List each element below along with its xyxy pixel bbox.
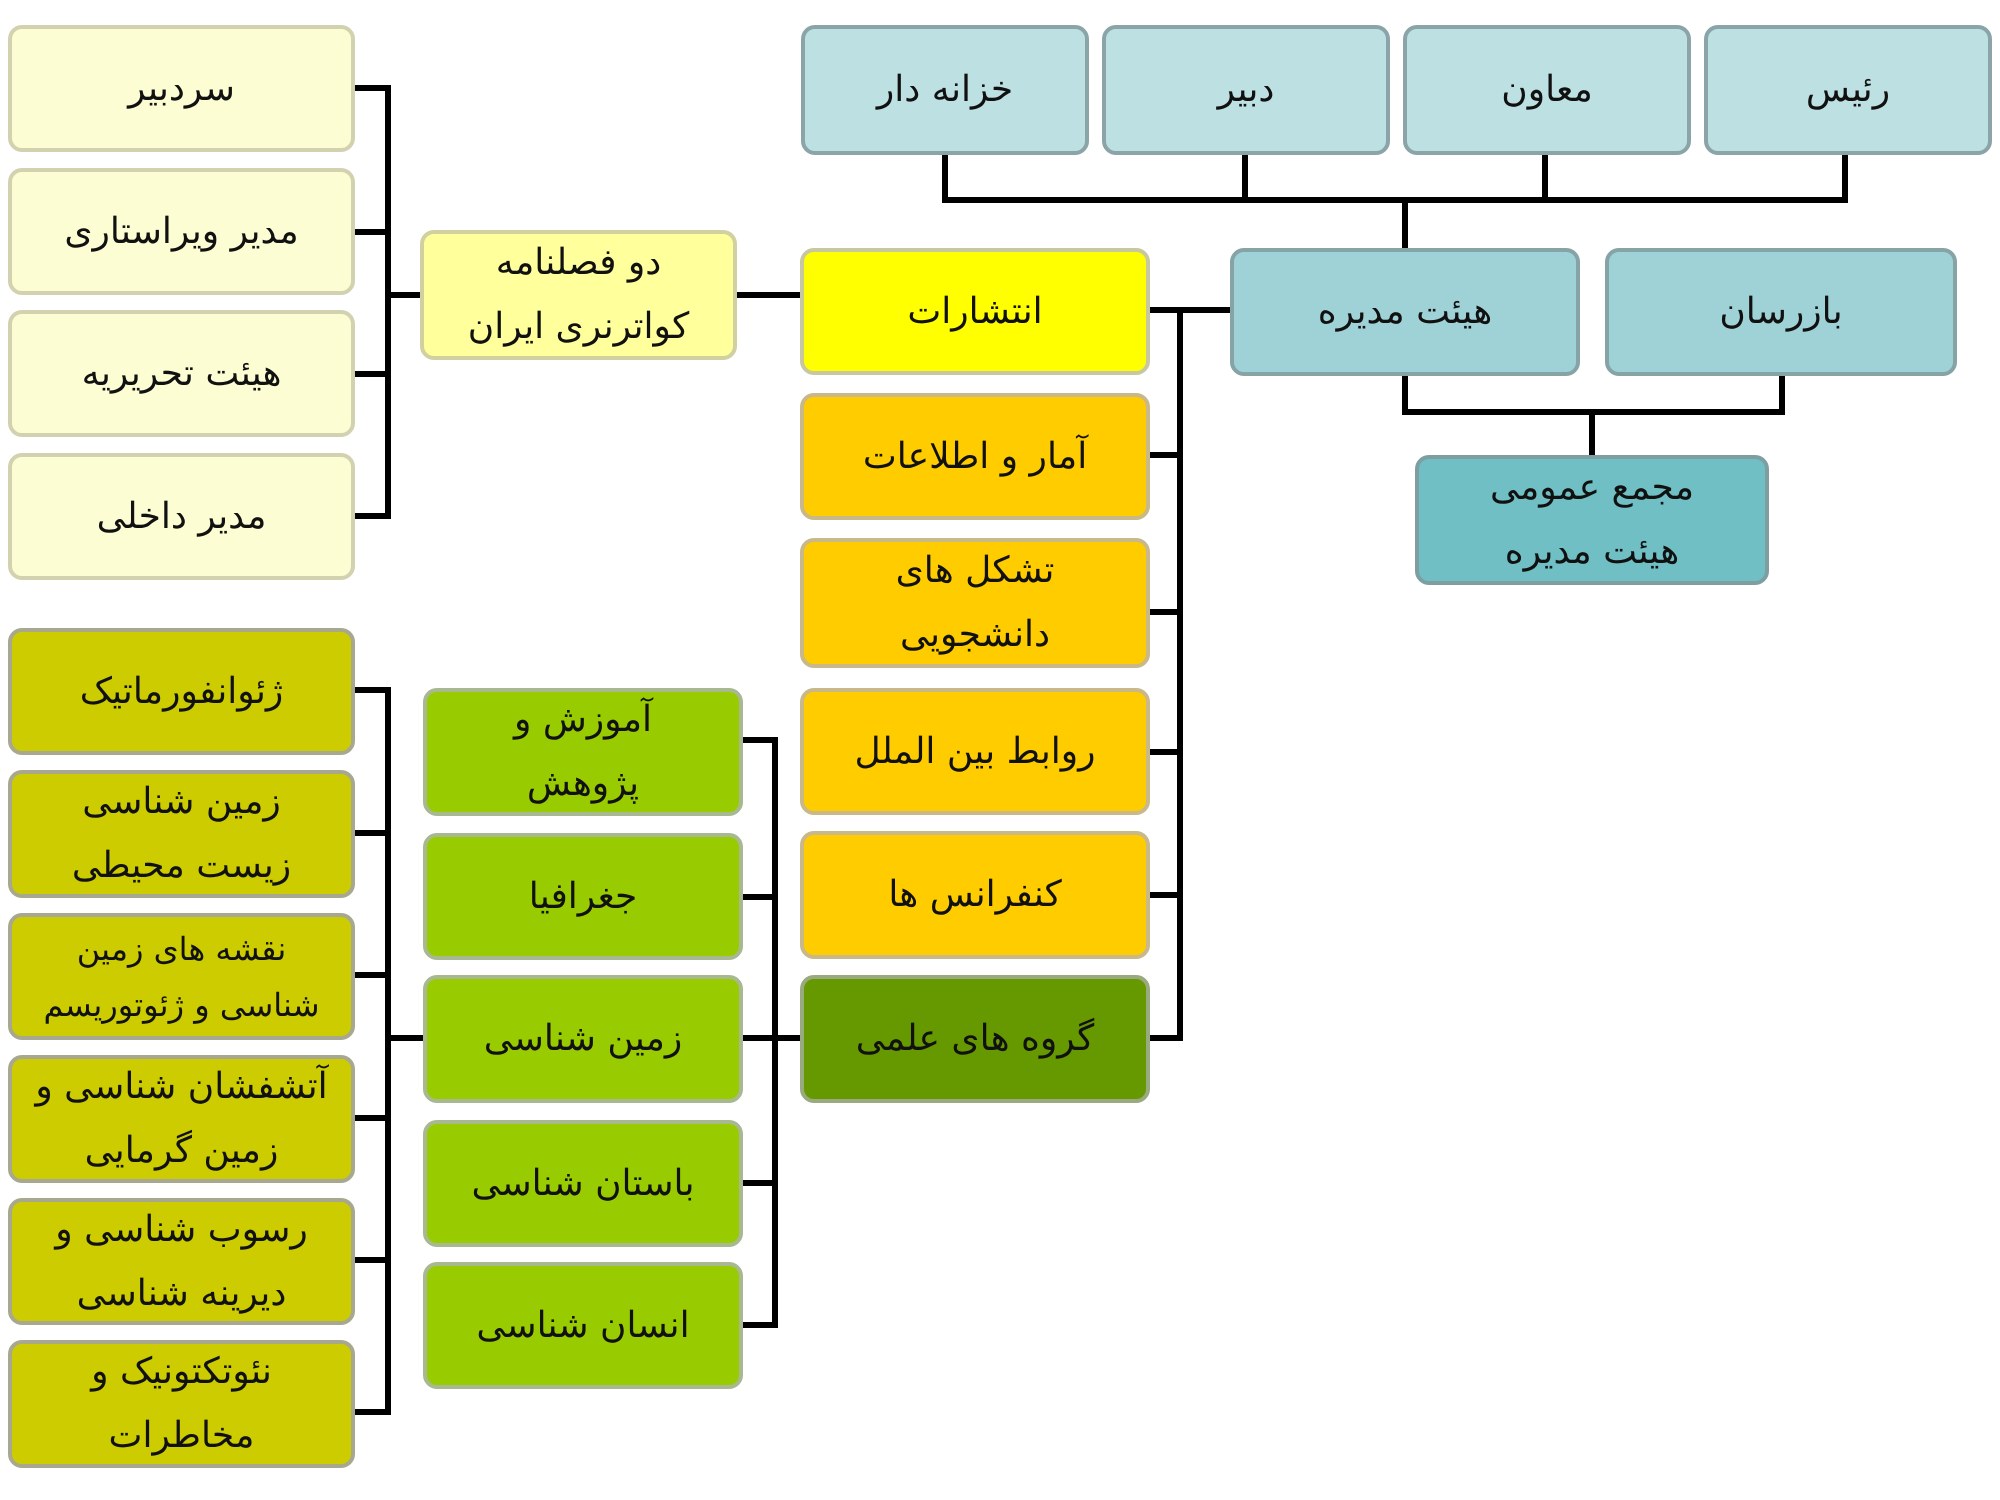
intl-relations-box: روابط بین الملل [800, 688, 1150, 815]
education-research-line1: آموزش و [513, 699, 653, 740]
president-box: رئیس [1704, 25, 1992, 155]
treasurer-box: خزانه دار [801, 25, 1089, 155]
inspectors-label: بازرسان [1719, 291, 1843, 332]
student-orgs-line2: دانشجویی [899, 614, 1051, 655]
geomaps-box: نقشه های زمین شناسی و ژئوتوریسم [8, 913, 355, 1040]
education-research-box: آموزش و پژوهش [423, 688, 743, 816]
conferences-label: کنفرانس ها [888, 874, 1062, 915]
geology-label: زمین شناسی [483, 1018, 683, 1059]
neotectonics-line2: مخاطرات [108, 1415, 255, 1456]
general-assembly-line1: مجمع عمومی [1489, 467, 1695, 508]
editing-manager-box: مدیر ویراستاری [8, 168, 355, 295]
deputy-label: معاون [1501, 69, 1593, 110]
geomaps-line2: شناسی و ژئوتوریسم [43, 985, 320, 1024]
editorial-board-label: هیئت تحریریه [81, 352, 282, 394]
board-of-directors-box: هیئت مدیره [1230, 248, 1580, 376]
editor-in-chief-box: سردبیر [8, 25, 355, 152]
treasurer-label: خزانه دار [876, 69, 1014, 110]
anthropology-box: انسان شناسی [423, 1262, 743, 1389]
deputy-box: معاون [1403, 25, 1691, 155]
board-of-directors-label: هیئت مدیره [1317, 291, 1493, 332]
geography-label: جغرافیا [528, 875, 638, 917]
editor-in-chief-label: سردبیر [128, 67, 235, 109]
student-orgs-box: تشکل های دانشجویی [800, 538, 1150, 668]
env-geology-line2: زیست محیطی [71, 845, 292, 886]
scientific-groups-label: گروه های علمی [855, 1018, 1095, 1059]
editorial-board-box: هیئت تحریریه [8, 310, 355, 437]
volcanology-box: آتشفشان شناسی و زمین گرمایی [8, 1055, 355, 1183]
geoinformatics-label: ژئوانفورماتیک [79, 670, 284, 712]
env-geology-line1: زمین شناسی [82, 781, 281, 822]
internal-manager-label: مدیر داخلی [96, 495, 267, 537]
archaeology-label: باستان شناسی [471, 1162, 695, 1204]
statistics-box: آمار و اطلاعات [800, 393, 1150, 520]
journal-box: دو فصلنامه کواترنری ایران [420, 230, 737, 360]
intl-relations-label: روابط بین الملل [854, 730, 1096, 772]
editing-manager-label: مدیر ویراستاری [64, 210, 299, 252]
president-label: رئیس [1805, 69, 1891, 110]
general-assembly-box: مجمع عمومی هیئت مدیره [1415, 455, 1769, 585]
scientific-groups-box: گروه های علمی [800, 975, 1150, 1103]
geoinformatics-box: ژئوانفورماتیک [8, 628, 355, 755]
publications-label: انتشارات [907, 290, 1043, 332]
geology-box: زمین شناسی [423, 975, 743, 1103]
secretary-box: دبیر [1102, 25, 1390, 155]
neotectonics-box: نئوتکتونیک و مخاطرات [8, 1340, 355, 1468]
internal-manager-box: مدیر داخلی [8, 453, 355, 580]
sedimentology-line1: رسوب شناسی و [55, 1208, 308, 1250]
student-orgs-line1: تشکل های [895, 550, 1055, 591]
journal-title-line1: دو فصلنامه [495, 242, 662, 283]
archaeology-box: باستان شناسی [423, 1120, 743, 1247]
education-research-line2: پژوهش [526, 763, 640, 804]
general-assembly-line2: هیئت مدیره [1504, 531, 1680, 572]
geography-box: جغرافیا [423, 833, 743, 960]
anthropology-label: انسان شناسی [476, 1304, 690, 1346]
sedimentology-line2: دیرینه شناسی [76, 1272, 287, 1314]
geomaps-line1: نقشه های زمین [76, 929, 287, 968]
volcanology-line1: آتشفشان شناسی و [35, 1066, 328, 1107]
inspectors-box: بازرسان [1605, 248, 1957, 376]
sedimentology-box: رسوب شناسی و دیرینه شناسی [8, 1198, 355, 1325]
publications-box: انتشارات [800, 248, 1150, 375]
statistics-label: آمار و اطلاعات [862, 435, 1088, 477]
volcanology-line2: زمین گرمایی [84, 1130, 279, 1171]
neotectonics-line1: نئوتکتونیک و [91, 1351, 272, 1392]
journal-title-line2: کواترنری ایران [467, 306, 690, 347]
conferences-box: کنفرانس ها [800, 831, 1150, 959]
secretary-label: دبیر [1217, 69, 1275, 110]
env-geology-box: زمین شناسی زیست محیطی [8, 770, 355, 898]
